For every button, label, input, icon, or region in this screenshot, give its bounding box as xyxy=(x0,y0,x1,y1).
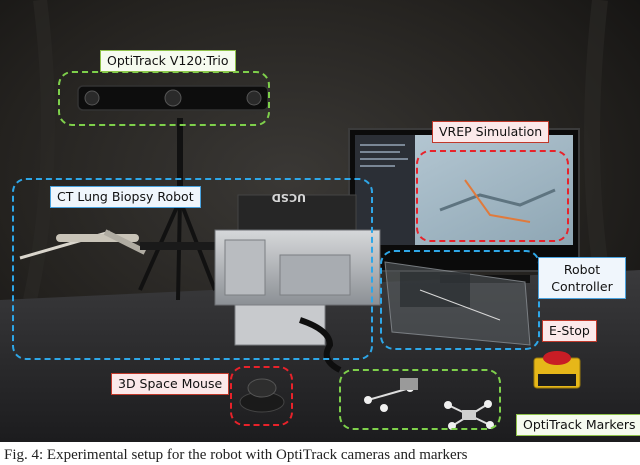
label-robot-controller: Robot Controller xyxy=(538,257,626,299)
vrep-simulation-box xyxy=(416,150,569,242)
label-ct-lung-biopsy-robot: CT Lung Biopsy Robot xyxy=(50,186,201,208)
robot-controller xyxy=(384,261,531,346)
robot-controller-box xyxy=(380,250,540,350)
figure-caption: Fig. 4: Experimental setup for the robot… xyxy=(4,447,468,463)
space-mouse-box xyxy=(230,366,293,426)
robot-body xyxy=(214,194,381,373)
scene-illustration: UCSD xyxy=(0,0,640,442)
label-space-mouse: 3D Space Mouse xyxy=(111,373,230,395)
optitrack-camera-bar xyxy=(77,85,269,111)
ucsd-logo-text: UCSD xyxy=(272,191,306,204)
optitrack-markers-box xyxy=(339,369,501,430)
e-stop-button-device xyxy=(533,351,581,389)
curtain-fold xyxy=(23,0,55,302)
label-e-stop: E-Stop xyxy=(542,320,597,342)
label-optitrack-markers: OptiTrack Markers xyxy=(516,414,640,436)
photo-scene: UCSD OptiTrack V120:Trio VREP Simulation… xyxy=(0,0,640,442)
space-mouse-device xyxy=(239,378,285,413)
optitrack-camera-box xyxy=(58,71,270,126)
label-optitrack-camera: OptiTrack V120:Trio xyxy=(100,50,236,72)
ct-lung-biopsy-robot-box xyxy=(12,178,373,360)
label-vrep-simulation: VREP Simulation xyxy=(432,121,550,143)
